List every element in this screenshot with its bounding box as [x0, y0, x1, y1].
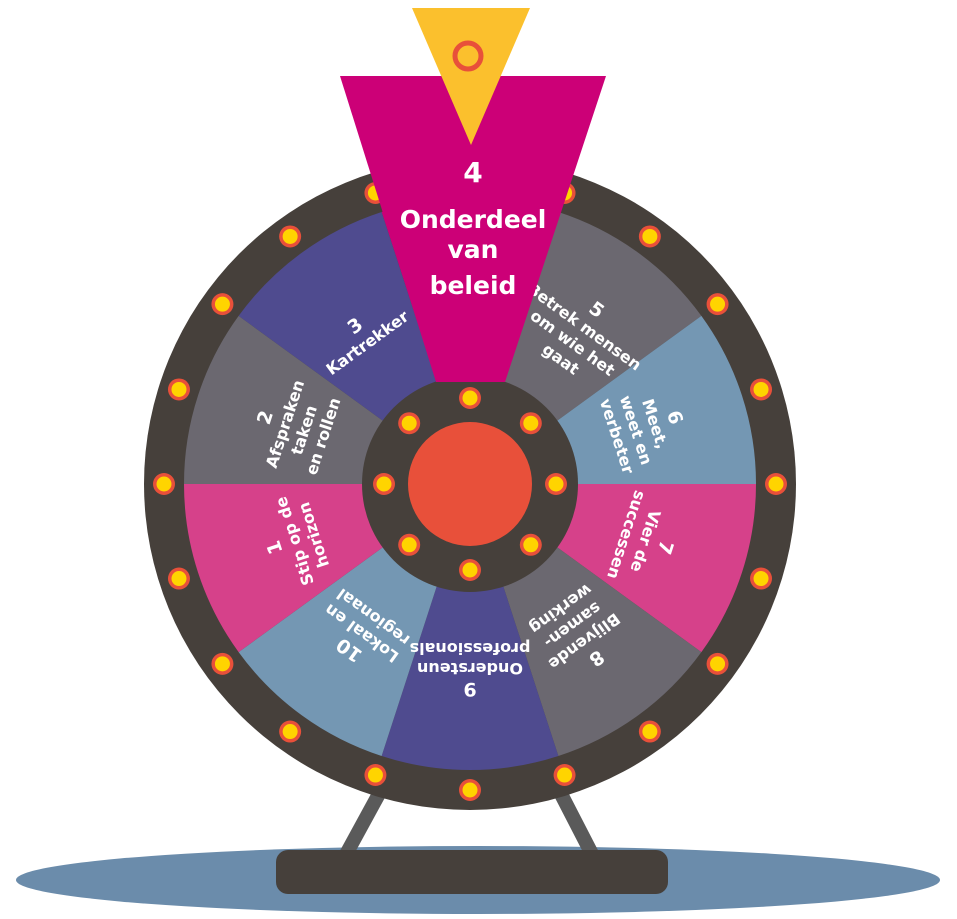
- highlight-number: 4: [463, 156, 482, 189]
- light-bulb-icon: [167, 567, 190, 590]
- wheel-segment-5[interactable]: [502, 211, 702, 422]
- light-bulb-icon: [398, 533, 421, 556]
- segment-number: 9: [463, 678, 476, 700]
- highlight-text: Onderdeel: [400, 205, 547, 234]
- light-bulb-icon: [459, 559, 481, 581]
- segment-number: 1: [263, 538, 288, 557]
- wheel-segment-8[interactable]: [502, 546, 702, 757]
- pointer-body: [412, 8, 530, 145]
- light-bulb-icon: [398, 412, 421, 435]
- pointer-icon: [412, 8, 530, 145]
- bulb-light: [282, 228, 298, 244]
- bulb-light: [753, 381, 769, 397]
- bulb-light: [642, 724, 658, 740]
- light-bulb-icon: [545, 473, 567, 495]
- bulb-light: [171, 381, 187, 397]
- segment-number: 6: [662, 408, 687, 427]
- light-bulb-icon: [750, 567, 773, 590]
- light-bulb-icon: [279, 720, 302, 743]
- hub-center[interactable]: [408, 422, 532, 546]
- light-bulb-icon: [706, 293, 729, 316]
- wheel-segment-6[interactable]: [555, 315, 756, 484]
- bulb-light: [214, 296, 230, 312]
- bulb-light: [557, 767, 573, 783]
- light-bulb-icon: [279, 225, 302, 248]
- bulb-light: [768, 476, 784, 492]
- segment-text: Ondersteun: [417, 659, 523, 678]
- light-bulb-icon: [706, 652, 729, 675]
- bulb-light: [462, 390, 478, 406]
- wheel-segment-3[interactable]: [238, 211, 438, 422]
- light-bulb-icon: [364, 764, 387, 787]
- bulb-light: [523, 415, 539, 431]
- light-bulb-icon: [519, 412, 542, 435]
- segment-number: 2: [253, 408, 278, 427]
- light-bulb-icon: [459, 779, 481, 801]
- segment-text: professionals: [410, 639, 531, 658]
- light-bulb-icon: [167, 378, 190, 401]
- wheel-segment-2[interactable]: [184, 315, 385, 484]
- bulb-light: [548, 476, 564, 492]
- stand-leg-right: [552, 792, 602, 858]
- bulb-light: [401, 415, 417, 431]
- bulb-light: [401, 537, 417, 553]
- bulb-light: [642, 228, 658, 244]
- highlight-text: van: [448, 235, 499, 264]
- bulb-light: [462, 782, 478, 798]
- wheel-segment-7[interactable]: [555, 484, 756, 653]
- highlight-text: beleid: [430, 271, 517, 300]
- light-bulb-icon: [459, 387, 481, 409]
- light-bulb-icon: [519, 533, 542, 556]
- stand-base: [276, 850, 668, 894]
- light-bulb-icon: [373, 473, 395, 495]
- segment-number: 7: [652, 538, 677, 557]
- bulb-light: [376, 476, 392, 492]
- stand-leg-left: [336, 792, 388, 858]
- light-bulb-icon: [765, 473, 787, 495]
- light-bulb-icon: [211, 652, 234, 675]
- light-bulb-icon: [638, 225, 661, 248]
- wheel-segment-10[interactable]: [238, 546, 438, 757]
- bulb-light: [753, 571, 769, 587]
- light-bulb-icon: [638, 720, 661, 743]
- bulb-light: [523, 537, 539, 553]
- light-bulb-icon: [211, 293, 234, 316]
- highlight-wedge[interactable]: [340, 76, 606, 382]
- bulb-light: [710, 296, 726, 312]
- wheel-segment-1[interactable]: [184, 484, 385, 653]
- bulb-light: [367, 767, 383, 783]
- wheel-segment-9[interactable]: [381, 584, 559, 770]
- pointer-ring: [452, 40, 484, 72]
- bulb-light: [282, 724, 298, 740]
- bulb-light: [462, 562, 478, 578]
- bulb-light: [156, 476, 172, 492]
- bulb-light: [710, 656, 726, 672]
- light-bulb-icon: [153, 473, 175, 495]
- bulb-light: [171, 571, 187, 587]
- light-bulb-icon: [750, 378, 773, 401]
- bulb-light: [214, 656, 230, 672]
- light-bulb-icon: [553, 764, 576, 787]
